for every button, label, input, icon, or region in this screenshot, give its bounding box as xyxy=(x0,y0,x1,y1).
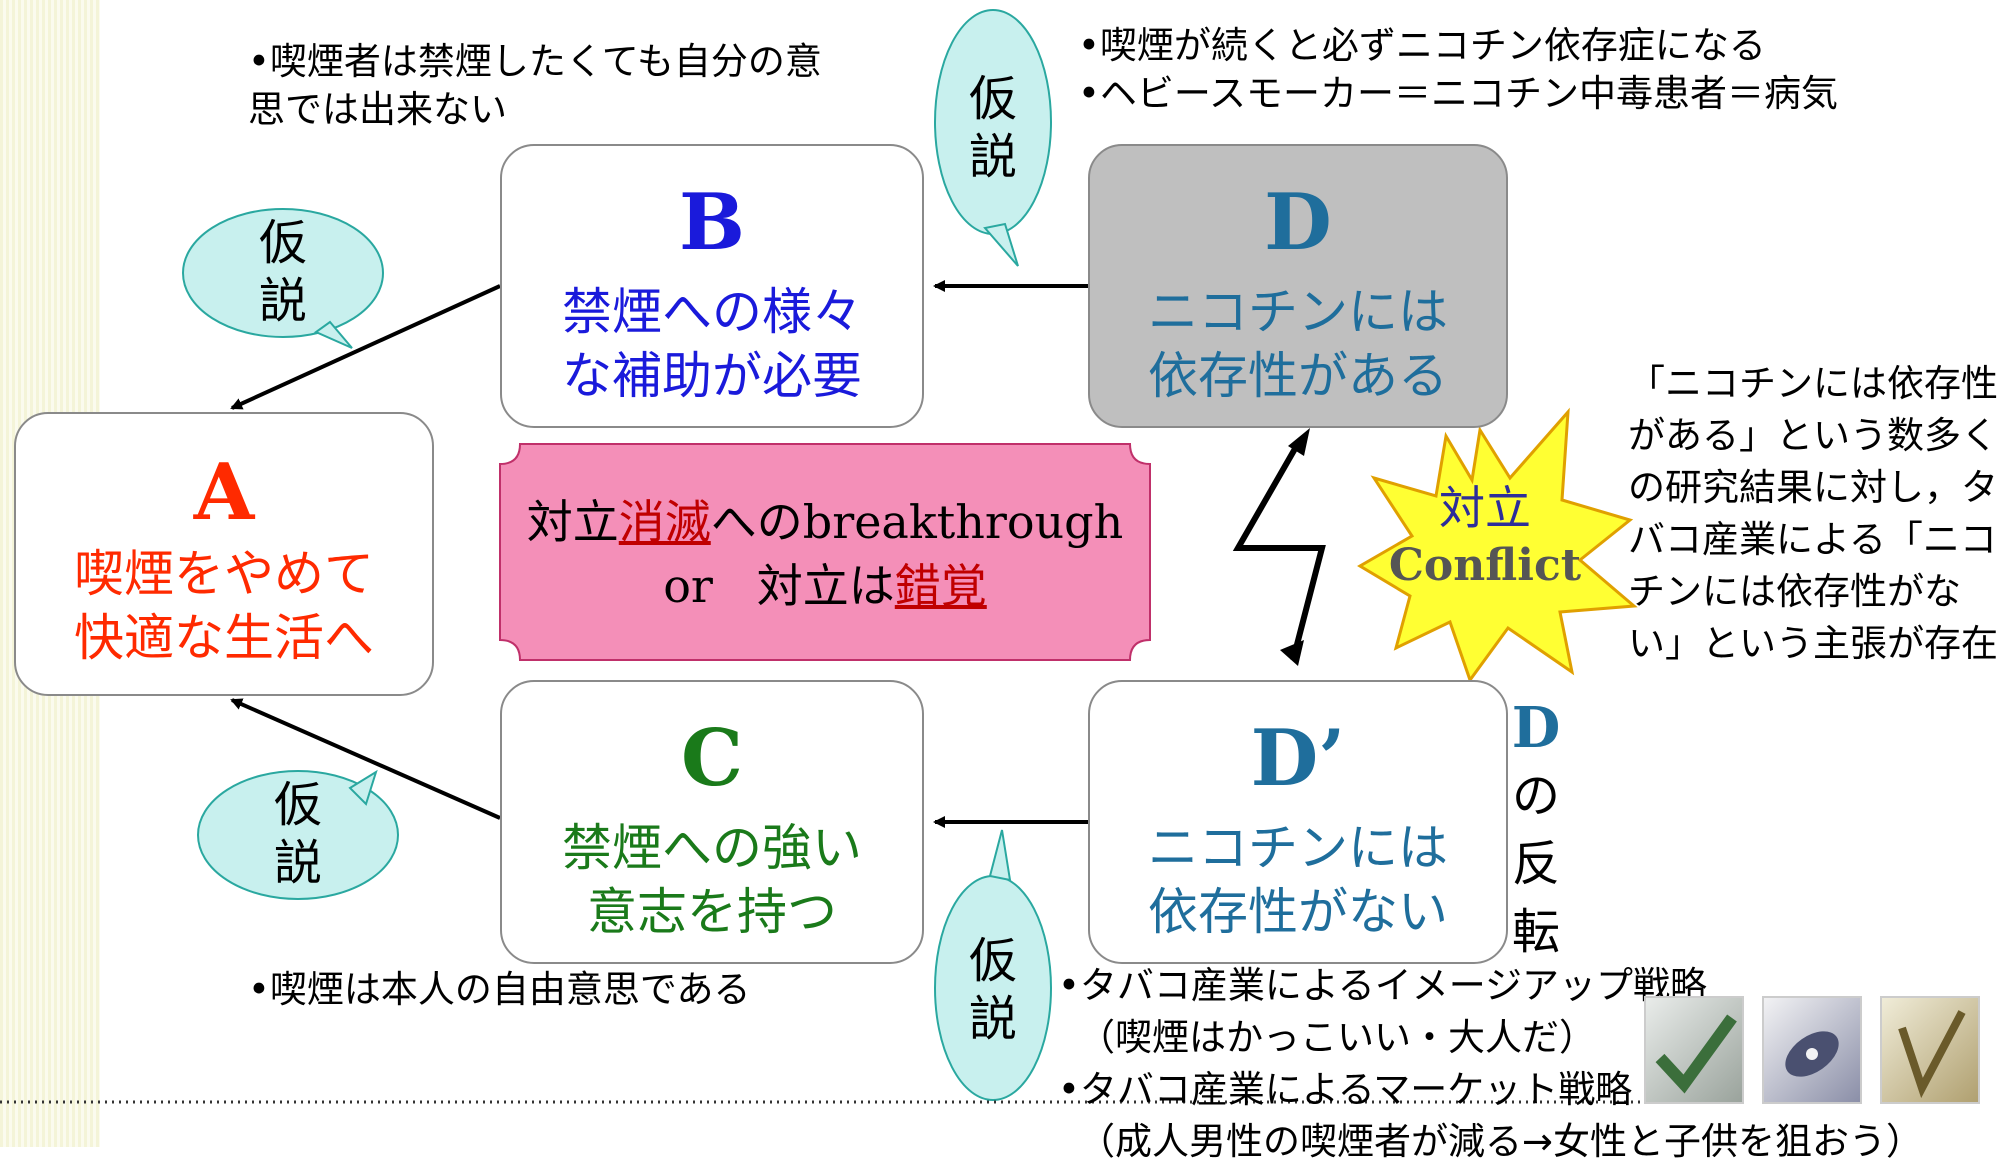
note-c: •喫煙は本人の自由意思である xyxy=(248,968,751,1011)
box-d-text: ニコチンには依存性がある xyxy=(1148,283,1448,405)
box-d-prime-letter: D’ xyxy=(1250,713,1346,804)
arrow-b-to-a xyxy=(230,284,501,410)
box-b-text: 禁煙への様々な補助が必要 xyxy=(562,283,862,405)
hypothesis-label: 仮説 xyxy=(968,933,1017,1047)
decorative-thumbnail-pen xyxy=(1880,996,1980,1104)
conflict-label: 対立 Conflict xyxy=(1388,481,1582,591)
box-a: A 喫煙をやめて快適な生活へ xyxy=(14,412,434,696)
box-b: B 禁煙への様々な補助が必要 xyxy=(500,144,924,428)
box-c-text: 禁煙への強い意志を持つ xyxy=(562,819,862,941)
highlight-illusion: 錯覚 xyxy=(894,559,987,613)
hypothesis-bubble-cd xyxy=(934,829,1052,1101)
center-statement: 対立消滅へのbreakthrough or 対立は錯覚 xyxy=(526,495,1124,613)
box-d-prime: D’ ニコチンには依存性がない xyxy=(1088,680,1508,964)
side-note: 「ニコチンには依存性 がある」という数多く の研究結果に対し，タ バコ産業による… xyxy=(1628,362,1998,665)
decorative-thumbnail-disc xyxy=(1762,996,1862,1104)
box-a-text: 喫煙をやめて快適な生活へ xyxy=(74,545,374,667)
box-c-letter: C xyxy=(680,713,744,804)
box-c: C 禁煙への強い意志を持つ xyxy=(500,680,924,964)
hypothesis-bubble-ab xyxy=(182,208,384,349)
hypothesis-label: 仮説 xyxy=(273,777,322,891)
note-b: •喫煙者は禁煙したくても自分の意思では出来ない xyxy=(248,40,822,131)
box-a-letter: A xyxy=(193,447,255,538)
conflict-lightning xyxy=(1232,438,1326,661)
box-b-letter: B xyxy=(679,177,745,268)
hypothesis-bubble-ac xyxy=(197,769,399,900)
box-d-letter: D xyxy=(1264,177,1332,268)
box-d: D ニコチンには依存性がある xyxy=(1088,144,1508,428)
arrow-c-to-a xyxy=(230,698,501,820)
highlight-disappear: 消滅 xyxy=(618,495,711,549)
hypothesis-label: 仮説 xyxy=(968,71,1017,185)
note-d: •喫煙が続くと必ずニコチン依存症になる•ヘビースモーカー＝ニコチン中毒患者＝病気 xyxy=(1078,24,1838,115)
decorative-thumbnail-checkmark xyxy=(1644,996,1744,1104)
box-d-prime-text: ニコチンには依存性がない xyxy=(1148,819,1448,941)
hypothesis-bubble-bd xyxy=(934,9,1052,267)
hypothesis-label: 仮説 xyxy=(258,215,307,329)
center-box-shape xyxy=(499,443,1151,661)
d-reversal-label: D の 反 転 xyxy=(1511,695,1561,960)
